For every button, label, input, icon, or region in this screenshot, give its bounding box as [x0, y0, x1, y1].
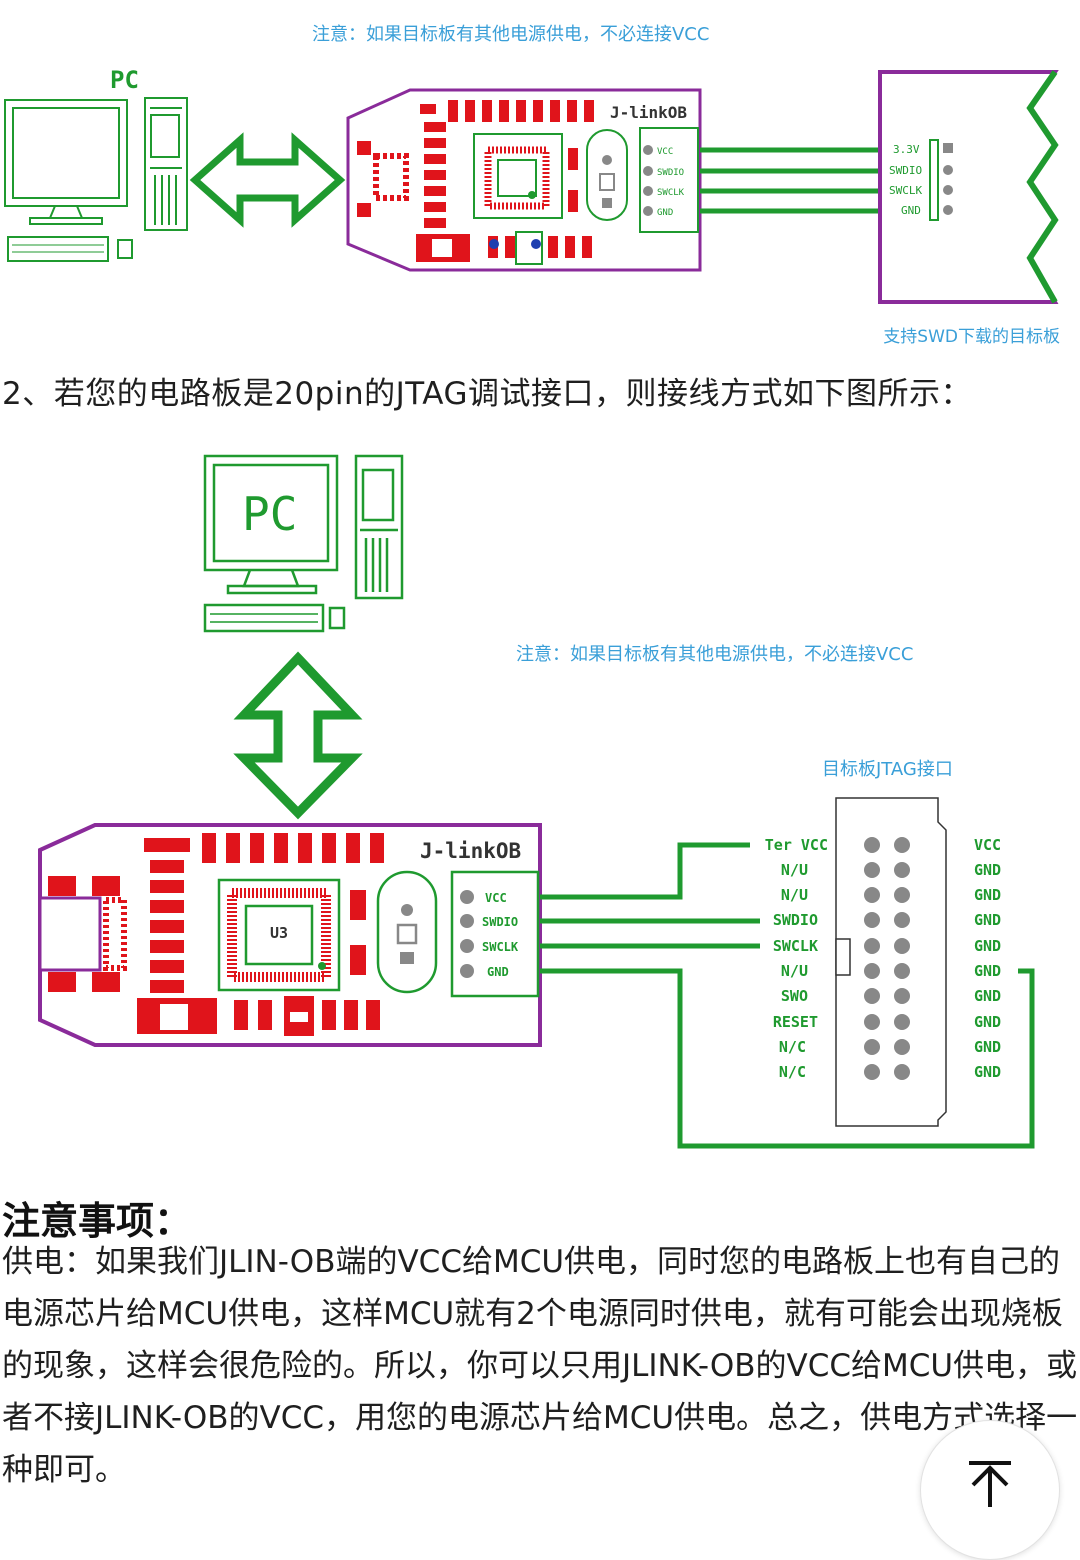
jtag-right-pin-5: GND: [974, 937, 1001, 955]
jtag-left-pin-7: SWO: [781, 987, 808, 1005]
pc-label-large: PC: [242, 487, 297, 541]
target-pin-swclk: SWCLK: [889, 184, 922, 197]
board-pin-swdio-large: SWDIO: [482, 915, 518, 929]
jtag-header-caption: 目标板JTAG接口: [822, 759, 953, 780]
jtag-left-pin-10: N/C: [779, 1063, 806, 1081]
target-pin-3v3: 3.3V: [893, 143, 920, 156]
board-label: J-linkOB: [610, 103, 687, 122]
target-pin-swdio: SWDIO: [889, 164, 922, 177]
bidirectional-arrow-icon: [189, 132, 346, 228]
back-to-top-button[interactable]: [920, 1420, 1060, 1560]
board-pin-gnd-large: GND: [487, 965, 509, 979]
jtag-left-pin-8: RESET: [773, 1013, 818, 1031]
jtag-right-pin-7: GND: [974, 987, 1001, 1005]
target-pin-gnd: GND: [901, 204, 921, 217]
jtag-right-pin-4: GND: [974, 911, 1001, 929]
board-pin-gnd: GND: [657, 208, 673, 218]
jtag-header-connector: [835, 797, 947, 1127]
jtag-left-pin-4: SWDIO: [773, 911, 818, 929]
pc-computer-icon: [203, 454, 404, 633]
arrow-up-icon: [969, 1461, 1011, 1507]
jlink-ob-board: J-linkOB VCC SWDIO SWCLK GND: [346, 88, 702, 272]
jtag-wires: [540, 842, 1035, 1149]
jtag-left-pin-2: N/U: [781, 861, 808, 879]
swd-target-board: 3.3V SWDIO SWCLK GND: [878, 70, 1059, 304]
board-pin-swclk-large: SWCLK: [482, 940, 519, 954]
jtag-right-pin-9: GND: [974, 1038, 1001, 1056]
jtag-right-pin-2: GND: [974, 861, 1001, 879]
swd-wires: [700, 147, 880, 214]
vertical-double-arrow-icon: [233, 651, 363, 820]
jtag-left-pin-3: N/U: [781, 886, 808, 904]
target-caption: 支持SWD下载的目标板: [883, 327, 1060, 347]
board-pin-swclk: SWCLK: [657, 188, 685, 198]
section-title: 2、若您的电路板是20pin的JTAG调试接口，则接线方式如下图所示：: [2, 376, 972, 412]
jtag-left-pin-6: N/U: [781, 962, 808, 980]
swd-wiring-diagram: PC: [4, 66, 1060, 347]
jtag-right-pin-3: GND: [974, 886, 1001, 904]
pc-label: PC: [110, 66, 139, 94]
jtag-note: 注意：如果目标板有其他电源供电，不必连接VCC: [516, 644, 914, 665]
notice-body: 供电：如果我们JLIN-OB端的VCC给MCU供电，同时您的电路板上也有自己的电…: [2, 1244, 1078, 1488]
jlink-ob-board-large: U3 J-linkOB VCC SWDIO SWCLK GND: [38, 823, 542, 1047]
jtag-right-pin-1: VCC: [974, 836, 1001, 854]
board-pin-vcc: VCC: [657, 147, 673, 157]
jtag-left-pin-5: SWCLK: [773, 937, 818, 955]
pc-monitor-icon: [4, 97, 188, 262]
jtag-right-pin-6: GND: [974, 962, 1001, 980]
jtag-right-pin-8: GND: [974, 1013, 1001, 1031]
board-label-large: J-linkOB: [420, 839, 521, 863]
notice-title: 注意事项：: [2, 1199, 193, 1243]
jtag-left-pin-9: N/C: [779, 1038, 806, 1056]
board-pin-swdio: SWDIO: [657, 168, 684, 178]
top-note: 注意：如果目标板有其他电源供电，不必连接VCC: [312, 24, 710, 45]
jtag-wiring-diagram: PC U3 J-linkOB VCC SWDIO SW: [38, 454, 1035, 1149]
board-pin-vcc-large: VCC: [485, 891, 507, 905]
chip-label: U3: [270, 924, 288, 942]
jtag-left-pin-1: Ter VCC: [765, 836, 828, 854]
jtag-right-pin-10: GND: [974, 1063, 1001, 1081]
